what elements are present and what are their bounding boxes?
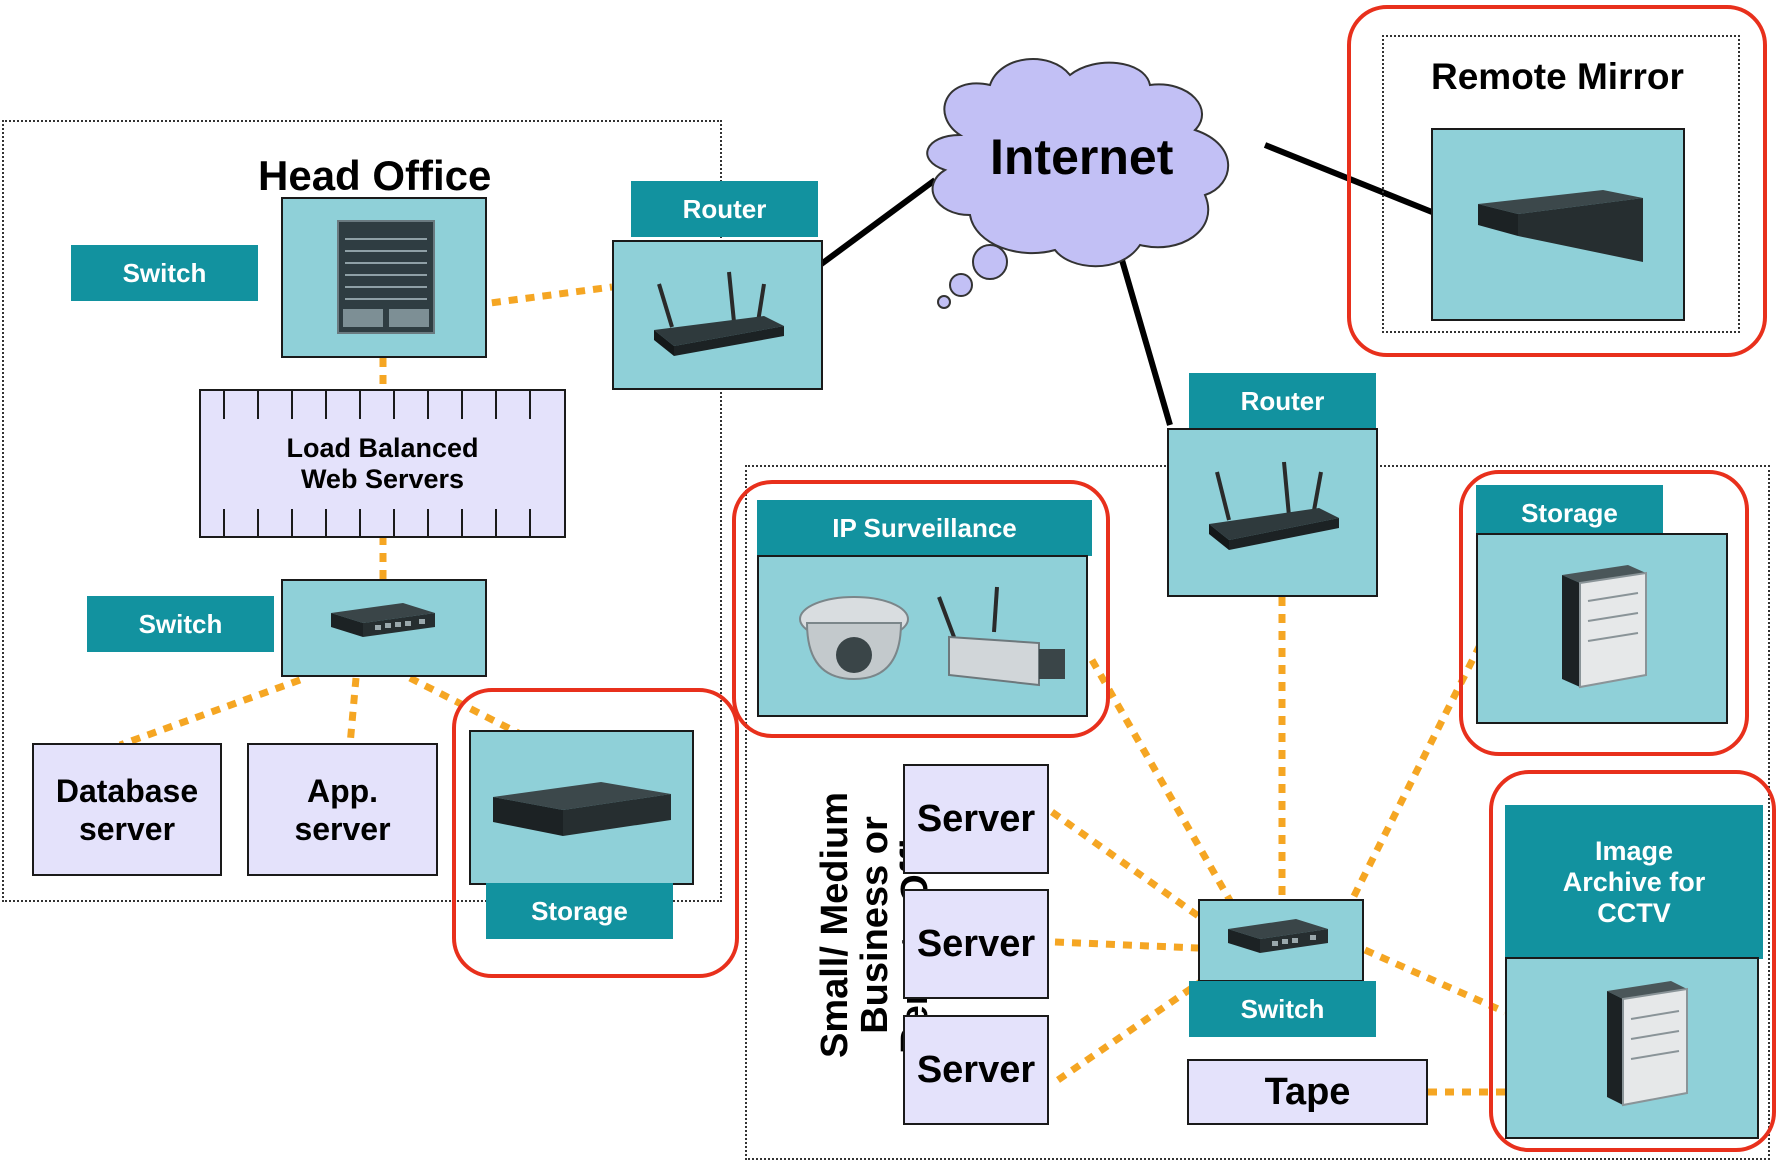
head-office-router-label: Router bbox=[631, 181, 818, 237]
image-archive-highlight bbox=[1489, 770, 1776, 1152]
wan-link-headoffice-router bbox=[818, 177, 937, 268]
link-access-switch-app bbox=[346, 677, 360, 746]
load-balanced-web-servers[interactable]: Load Balanced Web Servers bbox=[199, 389, 566, 538]
chassis-switch-icon bbox=[337, 220, 435, 334]
database-server[interactable]: Database server bbox=[32, 743, 222, 876]
tape-label: Tape bbox=[1264, 1070, 1351, 1113]
head-office-title: Head Office bbox=[258, 152, 492, 199]
link-switch-archive bbox=[1363, 946, 1507, 1016]
database-server-label: Database server bbox=[55, 772, 199, 847]
branch-server-1-label: Server bbox=[916, 797, 1036, 840]
storage-array-icon bbox=[1478, 190, 1643, 262]
remote-mirror-storage-device[interactable] bbox=[1431, 128, 1685, 321]
tape-device[interactable]: Tape bbox=[1187, 1059, 1428, 1125]
switch-icon bbox=[331, 603, 435, 637]
nas-icon bbox=[1607, 981, 1688, 1107]
remote-mirror-boundary bbox=[1382, 35, 1740, 333]
core-switch-device[interactable] bbox=[281, 197, 487, 358]
internet-label: Internet bbox=[990, 129, 1174, 185]
link-core-switch-router bbox=[474, 283, 613, 309]
branch-server-3[interactable]: Server bbox=[903, 1015, 1049, 1125]
load-balanced-label: Load Balanced Web Servers bbox=[286, 432, 479, 494]
branch-storage-label: Storage bbox=[1476, 485, 1663, 541]
camera-icon bbox=[799, 586, 1065, 687]
branch-router-label: Router bbox=[1189, 373, 1376, 429]
app-server-label: App. server bbox=[294, 772, 391, 847]
image-archive-label: Image Archive for CCTV bbox=[1505, 805, 1763, 959]
nas-icon bbox=[1562, 565, 1647, 689]
branch-server-2[interactable]: Server bbox=[903, 889, 1049, 999]
branch-router-device[interactable] bbox=[1167, 428, 1378, 597]
access-switch-label: Switch bbox=[87, 596, 274, 652]
switch-icon bbox=[1228, 919, 1328, 953]
ip-surveillance-device[interactable] bbox=[757, 555, 1088, 717]
branch-server-1[interactable]: Server bbox=[903, 764, 1049, 874]
branch-storage-highlight bbox=[1459, 470, 1749, 756]
head-office-router-device[interactable] bbox=[612, 240, 823, 390]
app-server[interactable]: App. server bbox=[247, 743, 438, 876]
image-archive-label-text: Image Archive for CCTV bbox=[1562, 835, 1706, 928]
remote-mirror-title: Remote Mirror bbox=[1431, 56, 1684, 97]
ip-surveillance-label: IP Surveillance bbox=[757, 500, 1092, 556]
head-office-storage-label: Storage bbox=[486, 883, 673, 939]
remote-mirror-highlight bbox=[1347, 5, 1767, 357]
head-office-boundary bbox=[2, 120, 722, 902]
branch-switch-label: Switch bbox=[1189, 981, 1376, 1037]
router-icon bbox=[1209, 461, 1339, 550]
server-rack-lines bbox=[223, 391, 531, 536]
branch-server-3-label: Server bbox=[916, 1048, 1036, 1091]
link-storage-switch bbox=[1348, 643, 1484, 902]
head-office-storage-highlight bbox=[452, 688, 739, 978]
ip-surveillance-highlight bbox=[732, 480, 1110, 738]
link-server2-switch bbox=[1054, 938, 1199, 952]
branch-switch-device[interactable] bbox=[1198, 899, 1364, 982]
image-archive-device[interactable] bbox=[1505, 957, 1759, 1139]
router-icon bbox=[654, 271, 784, 356]
storage-array-icon bbox=[493, 782, 671, 836]
wan-link-branch-router bbox=[1119, 259, 1173, 426]
link-access-switch-db bbox=[118, 676, 302, 749]
branch-storage-device[interactable] bbox=[1476, 533, 1728, 724]
head-office-storage-device[interactable] bbox=[469, 730, 694, 885]
core-switch-label: Switch bbox=[71, 245, 258, 301]
internet-cloud bbox=[926, 58, 1230, 309]
branch-server-2-label: Server bbox=[916, 922, 1036, 965]
access-switch-device[interactable] bbox=[281, 579, 487, 677]
